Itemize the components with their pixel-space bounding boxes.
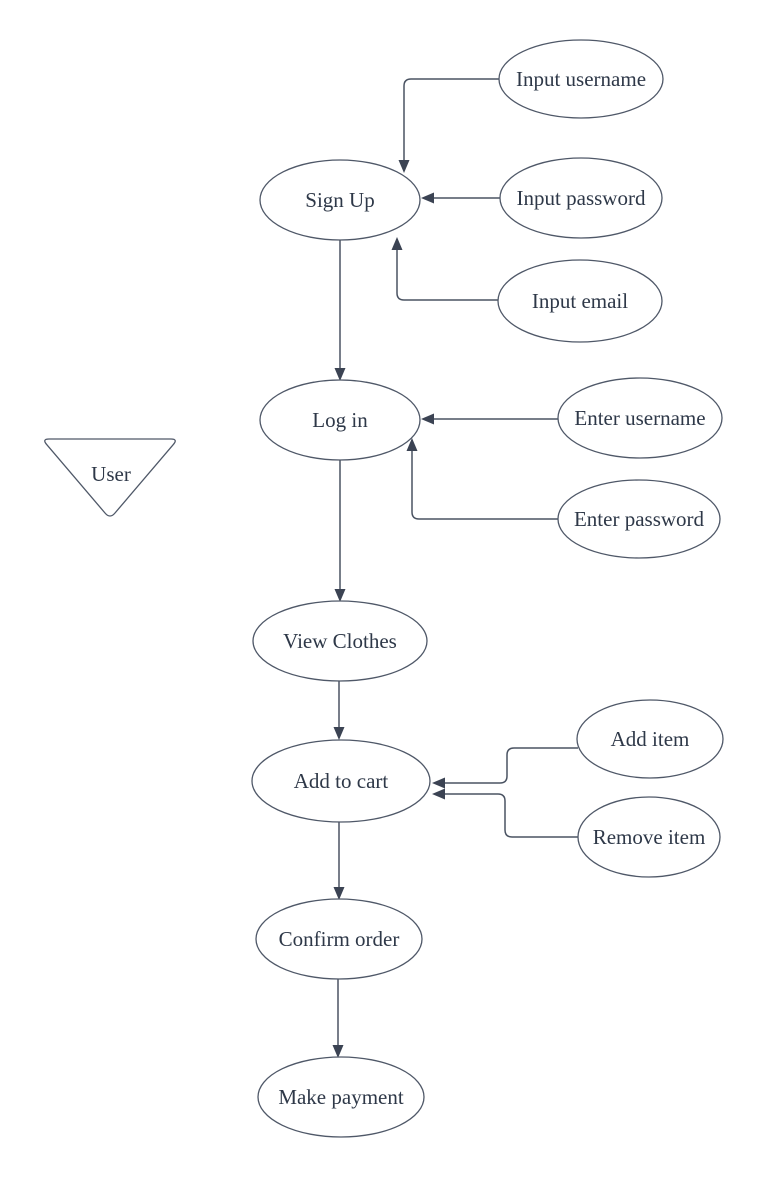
node-input-password-label: Input password bbox=[517, 186, 646, 210]
node-log-in: Log in bbox=[259, 379, 421, 461]
node-input-email: Input email bbox=[497, 259, 663, 343]
node-view-clothes-label: View Clothes bbox=[283, 629, 397, 653]
node-make-payment: Make payment bbox=[257, 1056, 425, 1138]
node-sign-up: Sign Up bbox=[259, 159, 421, 241]
node-log-in-label: Log in bbox=[312, 408, 368, 432]
node-view-clothes-ellipse bbox=[252, 600, 428, 682]
arrowhead-down-confirm-order-top bbox=[333, 887, 345, 900]
node-add-to-cart-label: Add to cart bbox=[294, 769, 389, 793]
node-input-password: Input password bbox=[499, 157, 663, 239]
arrowhead-down-sign-up-top bbox=[398, 160, 410, 173]
edge-input-username-to-sign-up bbox=[403, 78, 499, 161]
node-add-item: Add item bbox=[576, 699, 724, 779]
node-enter-password-ellipse bbox=[557, 479, 721, 559]
node-remove-item: Remove item bbox=[577, 796, 721, 878]
arrowhead-left-log-in-right bbox=[421, 413, 434, 425]
node-enter-password-label: Enter password bbox=[574, 507, 705, 531]
node-enter-username-ellipse bbox=[557, 377, 723, 459]
arrowhead-left-add-to-cart-upper bbox=[432, 777, 445, 789]
arrowhead-down-make-payment-top bbox=[332, 1045, 344, 1058]
actor-user-triangle bbox=[44, 438, 176, 517]
actor-user-label: User bbox=[91, 462, 131, 486]
arrowhead-down-view-clothes-top bbox=[334, 589, 346, 602]
node-enter-password: Enter password bbox=[557, 479, 721, 559]
node-confirm-order: Confirm order bbox=[255, 898, 423, 980]
node-add-to-cart: Add to cart bbox=[251, 739, 431, 823]
node-sign-up-ellipse bbox=[259, 159, 421, 241]
arrowhead-down-add-to-cart-top bbox=[333, 727, 345, 740]
node-make-payment-ellipse bbox=[257, 1056, 425, 1138]
edge-input-email-to-sign-up bbox=[396, 249, 498, 301]
edge-enter-password-to-log-in bbox=[411, 450, 558, 520]
node-sign-up-label: Sign Up bbox=[305, 188, 374, 212]
connectors bbox=[332, 78, 578, 1058]
node-enter-username-label: Enter username bbox=[574, 406, 705, 430]
arrowhead-down-log-in-top bbox=[334, 368, 346, 381]
arrowhead-left-add-to-cart-lower bbox=[432, 788, 445, 800]
node-add-item-ellipse bbox=[576, 699, 724, 779]
node-make-payment-label: Make payment bbox=[278, 1085, 404, 1109]
arrowhead-up-sign-up-bottom bbox=[391, 237, 403, 250]
node-log-in-ellipse bbox=[259, 379, 421, 461]
node-confirm-order-label: Confirm order bbox=[279, 927, 400, 951]
actor-user: User bbox=[44, 438, 176, 517]
node-input-username: Input username bbox=[498, 39, 664, 119]
arrowhead-up-log-in-bottom bbox=[406, 438, 418, 451]
edge-remove-item-to-add-to-cart bbox=[444, 793, 578, 838]
node-remove-item-label: Remove item bbox=[593, 825, 706, 849]
node-confirm-order-ellipse bbox=[255, 898, 423, 980]
node-input-username-label: Input username bbox=[516, 67, 646, 91]
node-remove-item-ellipse bbox=[577, 796, 721, 878]
arrowhead-left-sign-up-right bbox=[421, 192, 434, 204]
node-view-clothes: View Clothes bbox=[252, 600, 428, 682]
node-enter-username: Enter username bbox=[557, 377, 723, 459]
node-add-item-label: Add item bbox=[611, 727, 690, 751]
node-input-email-ellipse bbox=[497, 259, 663, 343]
node-input-username-ellipse bbox=[498, 39, 664, 119]
node-add-to-cart-ellipse bbox=[251, 739, 431, 823]
node-input-password-ellipse bbox=[499, 157, 663, 239]
edge-add-item-to-add-to-cart bbox=[444, 747, 578, 784]
node-input-email-label: Input email bbox=[532, 289, 628, 313]
